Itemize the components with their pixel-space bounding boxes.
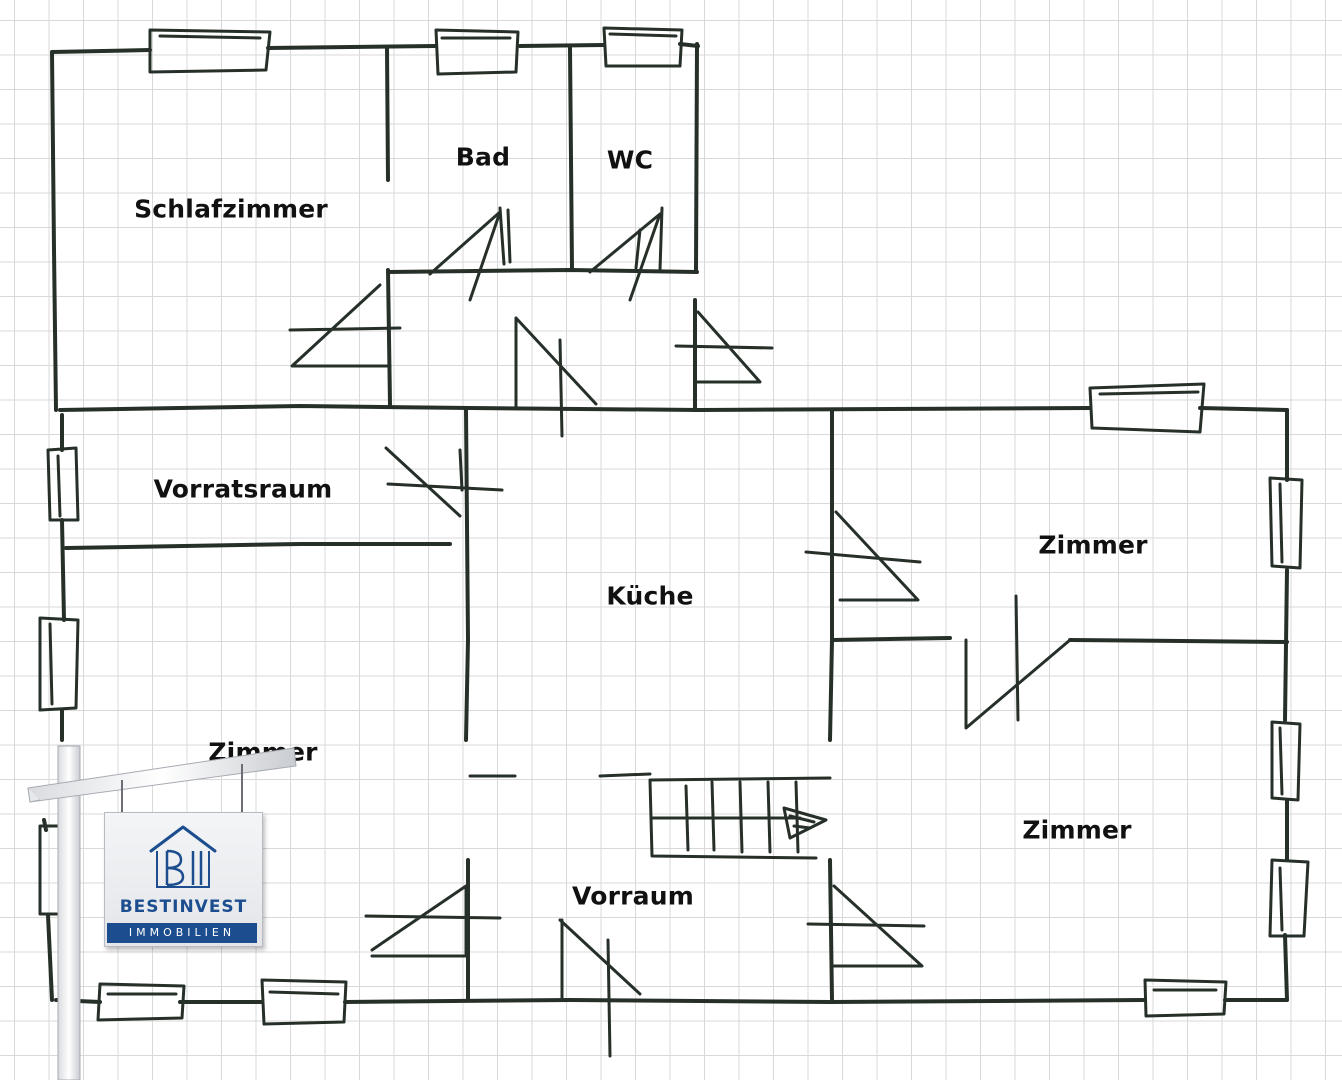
room-label-vorratsraum: Vorratsraum bbox=[153, 474, 333, 504]
sign-post bbox=[27, 745, 297, 1080]
brand-subtitle: IMMOBILIEN bbox=[107, 923, 257, 943]
house-logo-icon bbox=[149, 825, 217, 888]
room-label-bad: Bad bbox=[455, 142, 511, 172]
walls bbox=[42, 42, 1289, 1004]
room-label-vorraum: Vorraum bbox=[572, 881, 694, 911]
doors bbox=[288, 206, 1072, 1058]
staircase bbox=[648, 776, 832, 860]
room-label-wc: WC bbox=[606, 145, 654, 175]
bestinvest-sign: BESTINVEST IMMOBILIEN bbox=[104, 812, 263, 947]
windows bbox=[38, 26, 1310, 1026]
room-label-zimmer-right-top: Zimmer bbox=[1038, 530, 1148, 560]
room-label-zimmer-right-bottom: Zimmer bbox=[1022, 815, 1132, 845]
room-label-kueche: Küche bbox=[606, 581, 694, 611]
brand-name: BESTINVEST bbox=[119, 897, 248, 917]
room-label-schlafzimmer: Schlafzimmer bbox=[134, 194, 328, 224]
